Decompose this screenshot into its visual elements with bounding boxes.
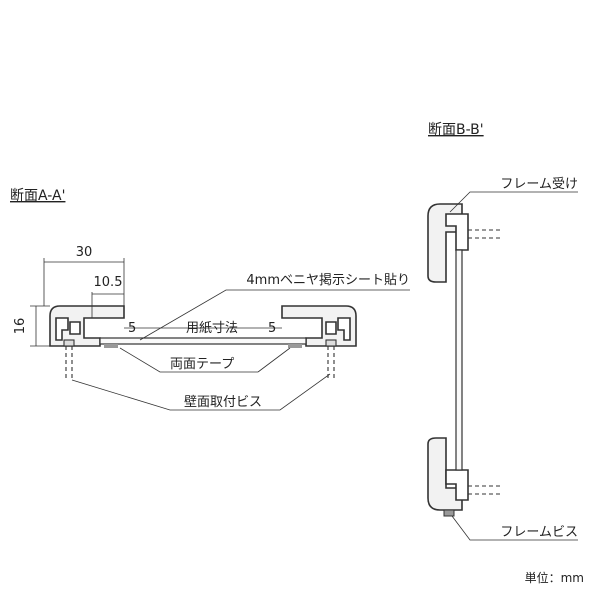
frame-screw-label: フレームビス bbox=[500, 525, 578, 540]
section-a-title: 断面A-A' bbox=[10, 188, 65, 204]
veneer-label: 4mmベニヤ掲示シート貼り bbox=[246, 272, 410, 288]
dim-total-label: 30 bbox=[76, 245, 93, 260]
bottom-frame-receiver bbox=[445, 469, 469, 501]
tape-left bbox=[104, 344, 118, 348]
right-frame-inner bbox=[337, 317, 351, 341]
wall-screw-right bbox=[325, 339, 337, 380]
dim-paper-label: 用紙寸法 bbox=[186, 321, 238, 336]
bottom-frame-profile bbox=[427, 437, 463, 511]
right-frame-slot bbox=[325, 321, 337, 335]
tape-label: 両面テープ bbox=[170, 357, 234, 372]
left-frame-slot bbox=[69, 321, 81, 335]
dim-right-gap-label: 5 bbox=[268, 321, 276, 336]
wall-screw-label: 壁面取付ビス bbox=[184, 395, 262, 410]
wall-screw-left bbox=[63, 339, 75, 380]
left-frame-inner bbox=[55, 317, 69, 341]
receiver-screw-top bbox=[468, 229, 500, 239]
tape-right bbox=[288, 344, 302, 348]
section-b bbox=[427, 203, 500, 517]
dim-inner-label: 10.5 bbox=[94, 275, 123, 290]
section-b-title: 断面B-B' bbox=[428, 122, 484, 138]
receiver-screw-bottom bbox=[468, 485, 500, 495]
unit-label: 単位：mm bbox=[525, 570, 584, 585]
section-a bbox=[49, 305, 357, 380]
veneer-board bbox=[99, 337, 307, 345]
frame-screw-head bbox=[443, 509, 455, 517]
veneer-board-b bbox=[455, 249, 463, 471]
dim-left-gap-label: 5 bbox=[128, 321, 136, 336]
right-frame-profile bbox=[281, 305, 357, 347]
section-b-leaders bbox=[449, 191, 578, 541]
left-frame-profile bbox=[49, 305, 125, 347]
section-a-dimensions bbox=[30, 258, 410, 411]
frame-receiver-label: フレーム受け bbox=[500, 177, 578, 192]
dim-height-label: 16 bbox=[13, 318, 28, 335]
